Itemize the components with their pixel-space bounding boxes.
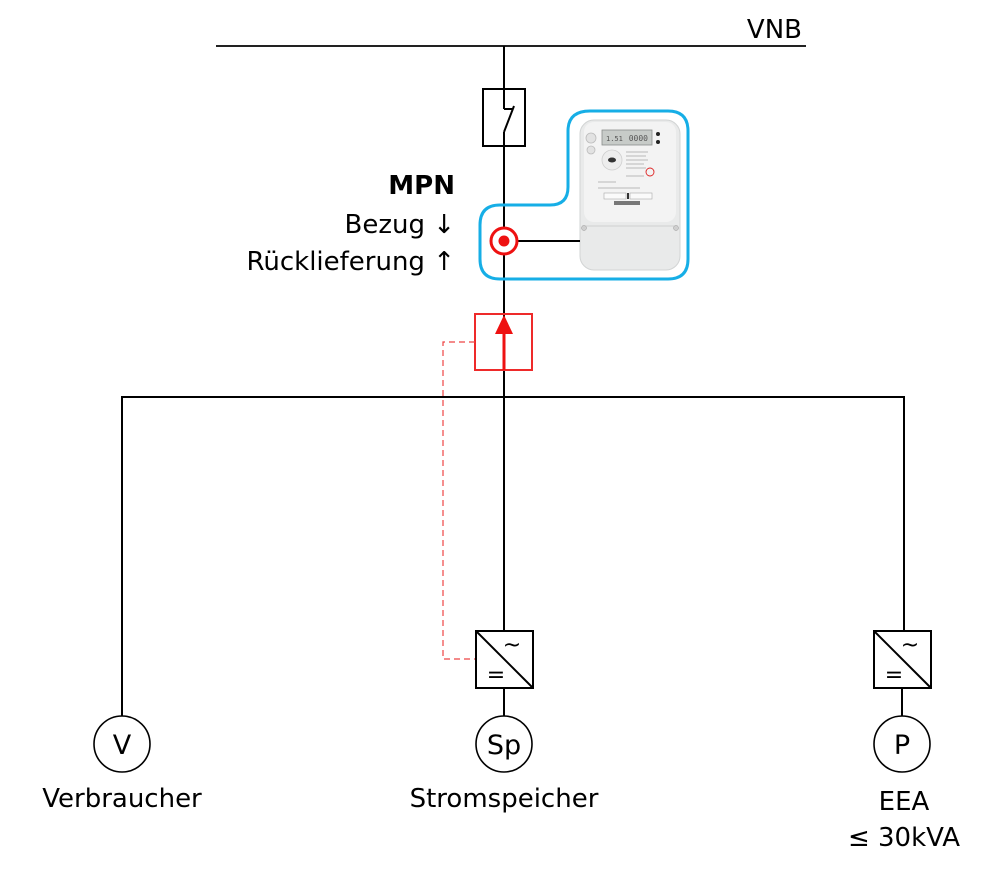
generation-symbol-letter: P [894, 730, 910, 761]
meter-button-left [603, 192, 627, 200]
mpn-title: MPN [388, 171, 455, 201]
meter-led-2 [656, 140, 660, 144]
meter-optical-eye [608, 157, 616, 163]
meter-lcd-right: 0000 [629, 134, 648, 143]
storage-inverter-dc-icon: = [487, 663, 505, 688]
smart-meter-device: 1.51 0000 [579, 119, 681, 271]
measurement-point-marker [489, 226, 519, 256]
import-label: Bezug ↓ [344, 210, 455, 240]
switch-blade [503, 105, 515, 133]
storage-inverter-diagonal [475, 630, 534, 689]
generation-symbol [873, 715, 931, 773]
consumer-symbol-letter: V [113, 730, 132, 761]
generation-label: EEA [879, 787, 930, 817]
storage-symbol [475, 715, 533, 773]
meter-button-right [629, 192, 653, 200]
flow-arrow-head-icon [495, 315, 513, 334]
measurement-dot [498, 235, 510, 247]
meter-led-1 [656, 132, 660, 136]
meter-seal-bottom [586, 145, 596, 155]
meter-nameplate-text [598, 151, 648, 189]
branch-consumer: V Verbraucher [42, 397, 202, 814]
export-label: Rücklieferung ↑ [246, 247, 455, 277]
meter-lcd [601, 129, 653, 146]
storage-inverter-ac-icon: ~ [503, 633, 521, 658]
storage-label: Stromspeicher [410, 784, 599, 814]
meter-lcd-left: 1.51 [606, 135, 623, 143]
main-switch [482, 88, 526, 147]
flow-direction-sensor [474, 313, 533, 371]
consumer-symbol [93, 715, 151, 773]
meter-button-divider [627, 193, 629, 199]
consumer-label: Verbraucher [42, 784, 202, 814]
meter-screw-left [581, 225, 587, 231]
generation-inverter-dc-icon: = [885, 663, 903, 688]
branch-storage: ~ = Sp Stromspeicher [410, 630, 599, 814]
meter-barcode [614, 201, 640, 205]
grid-label: VNB [747, 15, 802, 45]
control-signal-line [442, 341, 476, 660]
branch-generation: ~ = P EEA ≤ 30kVA [848, 630, 960, 853]
generation-inverter-diagonal [873, 630, 932, 689]
generation-inverter-ac-icon: ~ [901, 633, 919, 658]
meter-frame [478, 109, 690, 281]
storage-symbol-letter: Sp [487, 730, 521, 761]
generation-sublabel: ≤ 30kVA [848, 823, 960, 853]
meter-screw-right [673, 225, 679, 231]
meter-seal-top [585, 132, 597, 144]
meter-conformity-mark [645, 167, 655, 177]
